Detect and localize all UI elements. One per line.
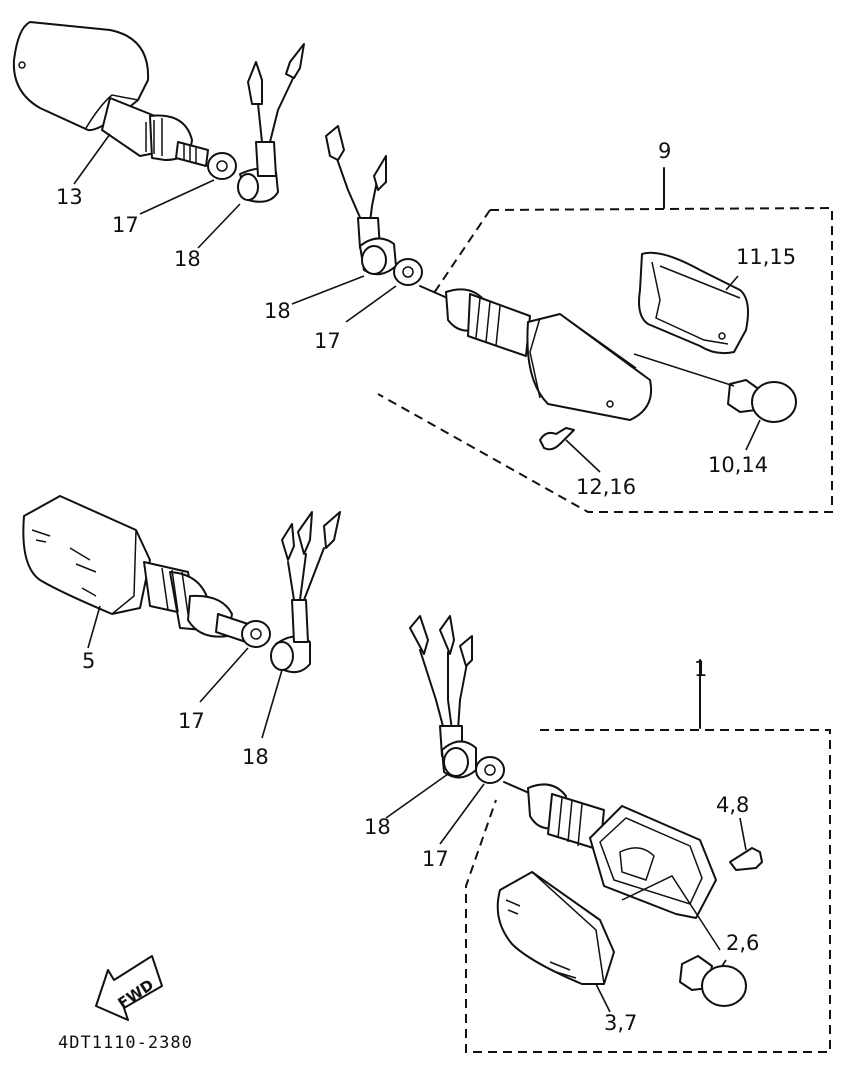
callout-5: 5 [82, 649, 95, 673]
flasher-assembly-9 [325, 125, 833, 513]
callout-17-d: 17 [422, 847, 449, 871]
leader-lines [73, 133, 761, 1013]
diagram-code: 4DT1110-2380 [58, 1033, 193, 1053]
callout-18-d: 18 [364, 815, 391, 839]
callout-17-c: 17 [178, 709, 205, 733]
callout-11-15: 11,15 [736, 245, 796, 269]
callout-2-6: 2,6 [726, 931, 759, 955]
callout-3-7: 3,7 [604, 1011, 637, 1035]
forward-direction-arrow-icon: FWD [95, 955, 163, 1021]
flasher-assembly-5 [22, 495, 341, 674]
callout-12-16: 12,16 [576, 475, 636, 499]
callout-17-b: 17 [314, 329, 341, 353]
callout-labels: 13 17 18 9 11,15 18 17 10,14 12,16 5 17 … [56, 139, 796, 1035]
callout-1: 1 [694, 657, 707, 681]
callout-13: 13 [56, 185, 83, 209]
callout-9: 9 [658, 139, 671, 163]
callout-18-c: 18 [242, 745, 269, 769]
callout-18-a: 18 [174, 247, 201, 271]
callout-18-b: 18 [264, 299, 291, 323]
callout-17-a: 17 [112, 213, 139, 237]
callout-10-14: 10,14 [708, 453, 768, 477]
flasher-assembly-13 [12, 21, 305, 203]
flasher-assembly-1 [409, 615, 831, 1053]
callout-4-8: 4,8 [716, 793, 749, 817]
